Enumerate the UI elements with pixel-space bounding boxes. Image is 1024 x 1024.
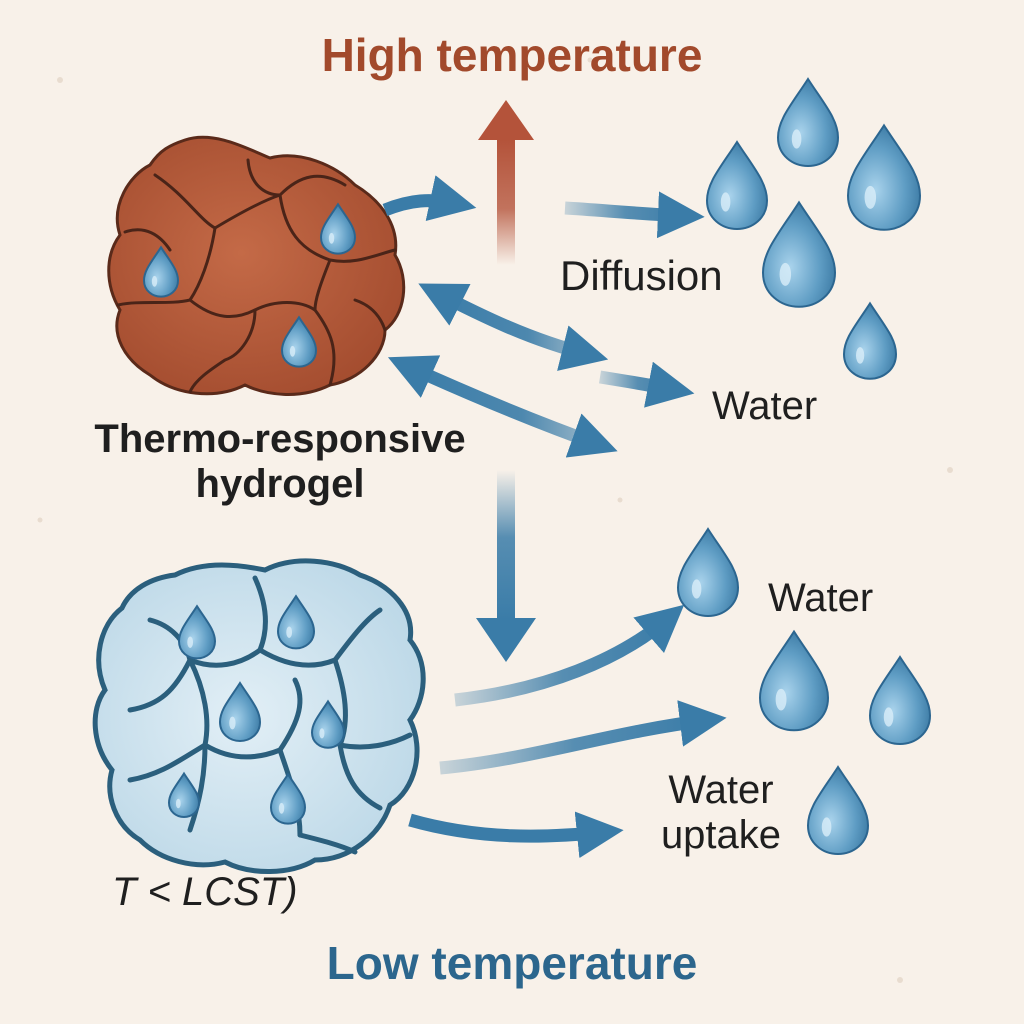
high-temperature-title: High temperature	[321, 29, 703, 81]
hot-hydrogel-body	[107, 135, 406, 396]
water-drop-highlight	[328, 232, 335, 244]
water-uptake-line2: uptake	[660, 812, 782, 857]
water-drop-highlight	[278, 802, 285, 814]
hydrogel-label-line2: hydrogel	[195, 461, 365, 506]
water-drop-icon	[868, 655, 932, 746]
arrow-icon-double-lower	[387, 355, 618, 458]
water-label-upper: Water	[712, 384, 818, 428]
water-drop-highlight	[289, 345, 296, 357]
water-drop-highlight	[187, 636, 194, 648]
temperature-condition-label: T < LCST)	[112, 870, 298, 914]
water-drop-highlight	[151, 275, 158, 287]
water-drop-icon	[842, 301, 898, 380]
arrow-icon-water-release-upper	[454, 604, 685, 707]
hot-hydrogel	[107, 135, 406, 396]
arrow-icon-water-uptake	[408, 811, 624, 859]
water-drops	[142, 77, 932, 856]
water-drop-highlight	[883, 707, 894, 727]
arrow-icon-water-release-middle	[439, 700, 727, 775]
water-drop-highlight	[229, 716, 236, 730]
water-drop-highlight	[720, 192, 731, 212]
arrow-icon-up-high-temperature	[478, 100, 534, 265]
diffusion-label: Diffusion	[560, 252, 723, 299]
arrow-icon-hot-gel-out	[382, 175, 477, 222]
water-drop-highlight	[691, 579, 702, 599]
water-drop-highlight	[775, 688, 787, 711]
water-uptake-line1: Water	[668, 768, 774, 812]
hydrogel-label-line1: Thermo-responsive	[94, 417, 466, 461]
hydrogel-label: Thermo-responsive hydrogel	[30, 417, 530, 507]
arrow-icon-down-low-temperature	[476, 470, 536, 662]
arrow-icon-diffusion	[564, 191, 705, 239]
water-drop-highlight	[791, 129, 802, 149]
water-drop-icon	[806, 765, 870, 856]
background-speckles	[37, 57, 953, 983]
arrow-icon-to-water	[598, 361, 695, 408]
water-drop-highlight	[175, 798, 181, 809]
water-uptake-label: Water uptake	[646, 768, 796, 858]
water-drop-icon	[846, 123, 922, 231]
water-drop-icon	[758, 629, 830, 732]
water-drop-icon	[676, 527, 740, 618]
water-label-lower: Water	[768, 576, 874, 620]
water-drop-highlight	[821, 817, 832, 837]
water-drop-highlight	[286, 626, 293, 638]
arrow-icon-double-upper	[418, 283, 609, 371]
water-drop-icon	[761, 200, 837, 308]
hot-hydrogel-network	[116, 158, 397, 394]
water-drop-highlight	[855, 347, 865, 364]
water-drop-highlight	[779, 262, 792, 286]
water-drop-icon	[776, 77, 840, 168]
water-drop-icon	[705, 140, 769, 231]
water-drop-highlight	[864, 185, 877, 209]
water-drop-highlight	[319, 728, 325, 739]
low-temperature-title: Low temperature	[326, 937, 698, 989]
